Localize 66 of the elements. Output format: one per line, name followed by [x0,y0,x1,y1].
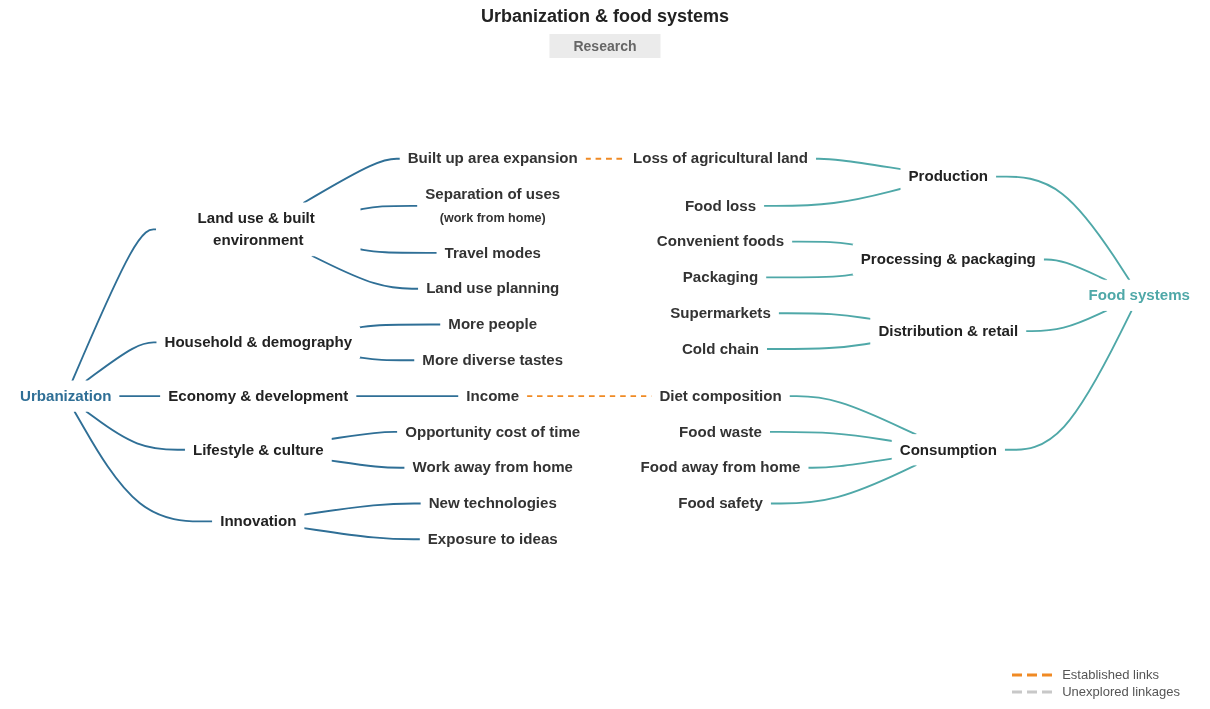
node-text: Processing & packaging [860,251,1036,268]
diagram-title: Urbanization & food systems [479,6,730,27]
connector [790,240,855,246]
node-text: New technologies [428,495,557,512]
connector [765,342,872,350]
legend-label: Established links [1062,667,1160,682]
connector [303,502,423,516]
connector [788,395,918,436]
node-text: Built up area expansion [407,150,578,167]
node-text: Loss of agricultural land [632,150,809,167]
node-text: Work away from home [412,459,573,476]
connector [359,204,419,211]
node-text: Distribution & retail [878,322,1019,339]
connector [330,459,406,469]
node-text: More diverse tastes [422,351,564,368]
node-text: Income [466,387,520,404]
node-text: Food safety [678,495,763,512]
connector [71,228,158,382]
connector [85,341,158,382]
connector [1003,309,1133,451]
node-text: Travel modes [444,244,541,261]
node-text: Food systems [1088,286,1190,303]
connector [359,248,438,254]
connector [1042,258,1108,282]
band-heading: Research [549,34,661,58]
node-text: More people [448,316,538,333]
connector [358,323,442,329]
node-text: Food away from home [640,459,801,476]
node-text: Economy & development [168,387,349,404]
connector [310,254,420,290]
node-text: Opportunity cost of time [405,423,581,440]
node-text: Land use & built environment [197,209,315,249]
node-text: Production [908,168,989,185]
connector [762,187,902,207]
node-text: Separation of uses (work from home) [425,186,561,225]
connector [117,395,162,398]
connector [354,395,460,398]
connector [769,463,918,505]
node-text: Supermarkets [670,304,771,321]
node-text: Innovation [220,512,297,529]
connector [814,157,902,171]
node-text: Consumption [899,441,997,458]
connector [330,430,399,440]
node-text: Cold chain [681,340,760,357]
node-text: Land use planning [426,280,560,297]
legend-label: Unexplored linkages [1062,684,1180,699]
connector [1024,309,1108,333]
connector [768,430,894,442]
connector [303,527,422,541]
node-text: Food waste [679,423,762,440]
node-text: Lifestyle & culture [192,441,324,458]
node-text: Food loss [684,197,757,214]
connector [764,273,855,279]
connector [85,410,187,451]
connector [73,410,214,523]
node-text: Packaging [682,268,759,285]
node-text: Urbanization [20,387,112,404]
node-text: Household & demography [164,333,353,350]
connector [994,175,1131,282]
node-text: Diet composition [659,387,782,404]
connector [358,356,416,362]
node-text: Convenient foods [656,233,785,250]
connector [777,312,872,320]
connector [807,457,894,469]
node-text: Exposure to ideas [427,530,558,547]
connector [302,157,402,204]
